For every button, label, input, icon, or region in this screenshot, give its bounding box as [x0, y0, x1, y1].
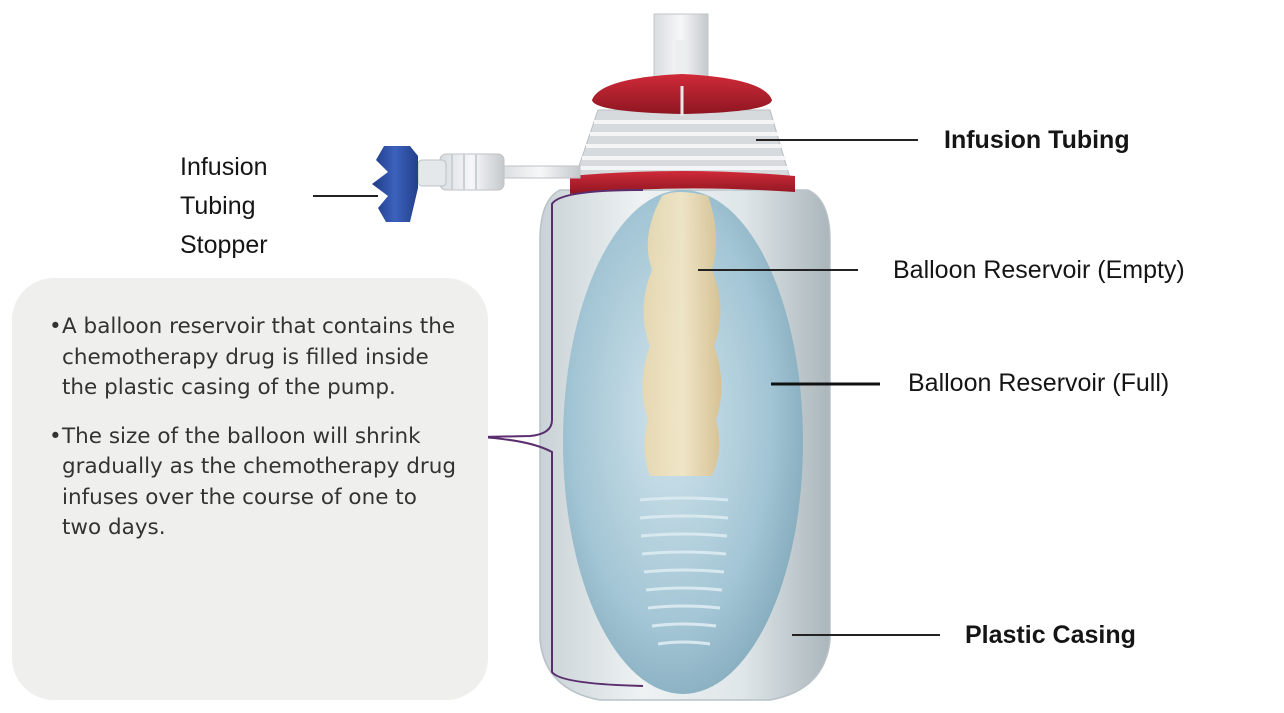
note-text-1: A balloon reservoir that contains the ch…: [62, 314, 455, 400]
note-bullet-1: • A balloon reservoir that contains the …: [62, 312, 462, 404]
note-text-2: The size of the balloon will shrink grad…: [62, 424, 456, 541]
side-tubing: [418, 154, 580, 190]
label-stopper-line-3: Stopper: [180, 226, 330, 265]
label-infusion-tubing: Infusion Tubing: [944, 125, 1130, 155]
bullet-glyph: •: [49, 312, 62, 343]
bullet-glyph: •: [49, 422, 62, 453]
label-plastic-casing: Plastic Casing: [965, 620, 1136, 650]
blue-stopper: [372, 146, 418, 222]
label-infusion-tubing-stopper: Infusion Tubing Stopper: [180, 148, 330, 265]
label-balloon-reservoir-empty: Balloon Reservoir (Empty): [893, 255, 1185, 285]
note-bullet-2: • The size of the balloon will shrink gr…: [62, 422, 462, 544]
ribbed-neck: [575, 110, 790, 178]
balloon-reservoir-empty: [642, 192, 721, 476]
label-stopper-line-1: Infusion: [180, 148, 330, 187]
label-stopper-line-2: Tubing: [180, 187, 330, 226]
label-balloon-reservoir-full: Balloon Reservoir (Full): [908, 368, 1169, 398]
note-box: • A balloon reservoir that contains the …: [12, 278, 488, 700]
